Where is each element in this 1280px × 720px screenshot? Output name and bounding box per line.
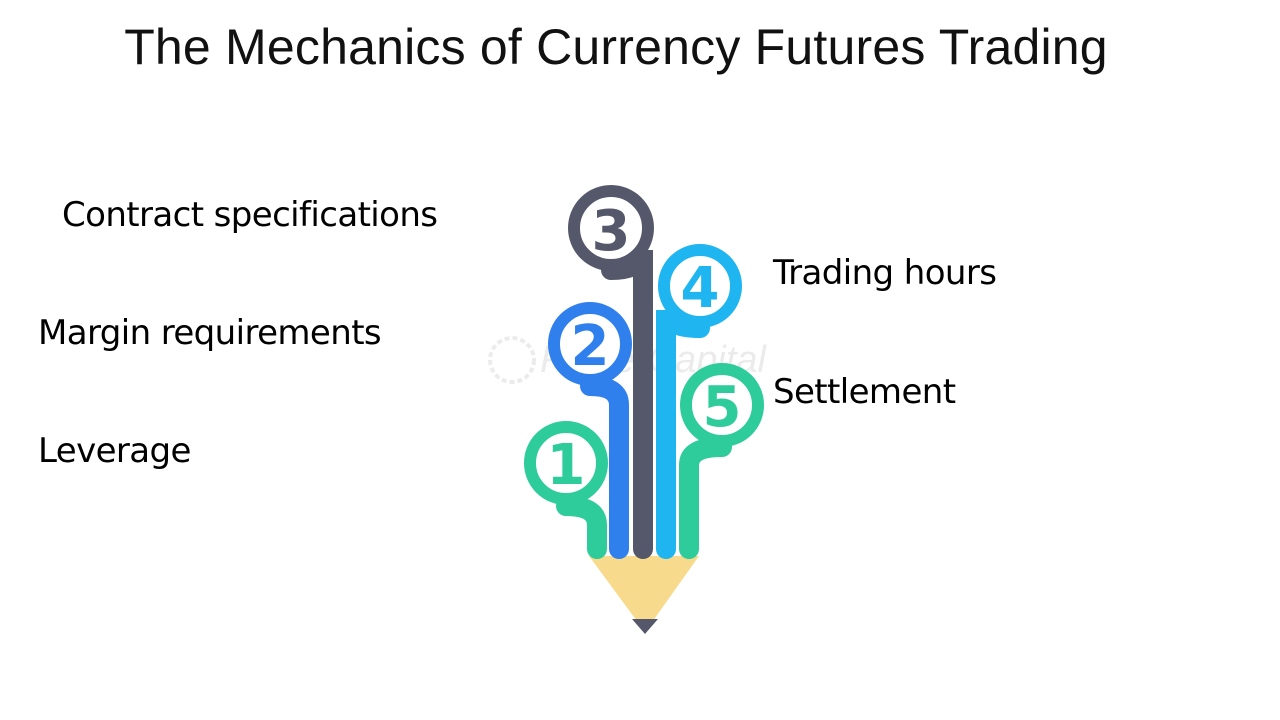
label-leverage: Leverage	[38, 431, 191, 471]
step-4-number: 4	[681, 256, 720, 321]
step-3-number: 3	[592, 199, 631, 264]
pencil-tip	[589, 556, 699, 632]
strand-5	[679, 437, 732, 559]
step-2-badge: 2	[548, 302, 632, 386]
label-contract-specifications: Contract specifications	[62, 195, 438, 235]
page-title: The Mechanics of Currency Futures Tradin…	[124, 19, 1108, 75]
label-margin-requirements: Margin requirements	[38, 313, 382, 353]
step-4-badge: 4	[658, 244, 742, 328]
label-trading-hours: Trading hours	[773, 253, 997, 293]
step-1-badge: 1	[524, 421, 608, 505]
label-settlement: Settlement	[773, 372, 956, 412]
step-5-badge: 5	[680, 363, 764, 447]
step-1-number: 1	[547, 433, 586, 498]
step-2-number: 2	[571, 314, 610, 379]
step-3-badge: 3	[568, 185, 654, 271]
strand-1	[556, 496, 607, 559]
step-5-number: 5	[703, 375, 742, 440]
pencil-lead	[632, 619, 658, 634]
strand-2	[580, 376, 629, 559]
watermark-gear-icon	[488, 336, 536, 384]
